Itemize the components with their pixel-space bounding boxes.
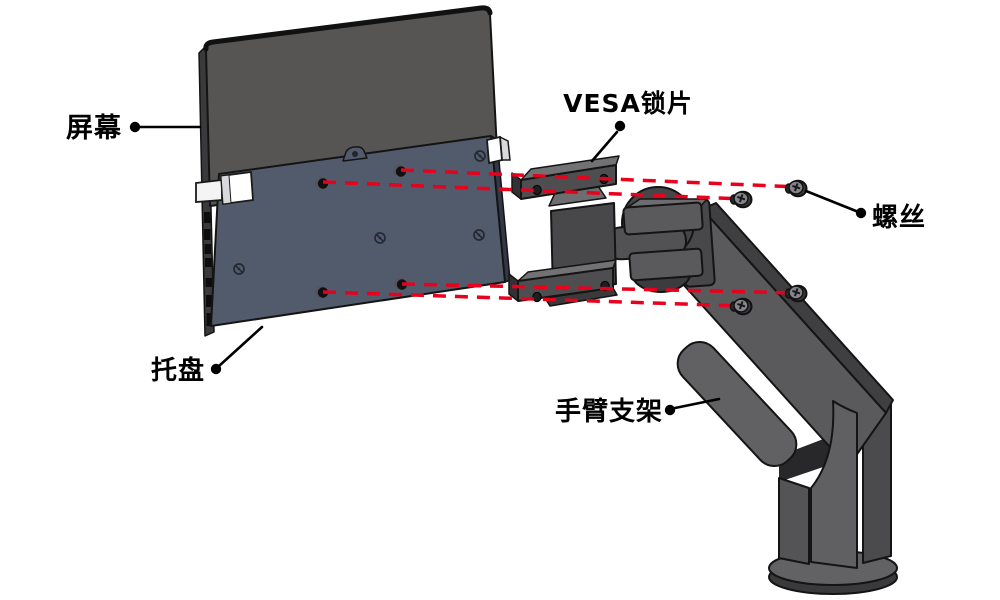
tray-group <box>195 135 511 327</box>
clip-arm <box>195 178 223 203</box>
screen-label-text: 屏幕 <box>66 113 122 144</box>
tray-clip-right <box>486 135 511 165</box>
clip-shade <box>220 174 232 205</box>
port-slot <box>206 295 213 307</box>
tray-hole <box>374 232 386 244</box>
label-arm: 手臂支架 <box>555 397 721 427</box>
alignment-lines <box>322 168 800 308</box>
screws-group <box>729 179 808 316</box>
tray-hole <box>233 263 245 275</box>
alignment-line-top-1 <box>400 168 800 189</box>
tray-label-text: 托盘 <box>151 355 205 386</box>
vesa-label-dot <box>614 120 626 132</box>
alignment-line-bottom-1 <box>401 282 800 295</box>
arm-cover-panel <box>676 340 798 468</box>
vesa-hole <box>532 184 542 196</box>
label-screen: 屏幕 <box>66 113 202 144</box>
labels-group: 屏幕 VESA锁片 螺丝 托盘 手臂支架 <box>66 89 926 427</box>
label-vesa-plate: VESA锁片 <box>563 89 693 163</box>
tray-label-dot <box>210 363 222 375</box>
tray-clip-left <box>195 170 254 206</box>
port-slot <box>206 313 213 326</box>
upper-clamp <box>622 201 704 236</box>
tray-hole <box>473 229 485 241</box>
port-slot <box>205 278 212 287</box>
vesa-hole <box>532 291 542 303</box>
bar-end-face <box>511 172 522 200</box>
port-slot <box>204 229 211 240</box>
arm-label-dot <box>664 404 676 416</box>
screen-top-edge <box>203 5 493 52</box>
vesa-label-text: VESA锁片 <box>563 89 693 118</box>
screw <box>729 190 753 209</box>
screw-post <box>394 278 408 290</box>
port-slot <box>205 258 212 267</box>
lower-clamp <box>628 247 704 282</box>
arm-label-line <box>673 397 721 410</box>
arm-label-text: 手臂支架 <box>555 397 663 427</box>
screws-label-line <box>804 189 858 213</box>
base-front-wall <box>810 400 858 569</box>
port-slot <box>204 244 211 254</box>
tray-label-line <box>217 325 264 368</box>
screws-label-dot <box>855 207 867 219</box>
screw <box>784 284 808 303</box>
bar-under-face <box>544 287 618 307</box>
alignment-line-bottom-2 <box>322 290 744 308</box>
screen-label-dot <box>129 121 141 133</box>
screen-side-ports <box>204 212 213 326</box>
base-channel-interior <box>779 438 838 482</box>
vesa-label-line <box>590 130 619 163</box>
tray-hole <box>474 150 486 162</box>
tray-notch-hole <box>352 151 358 157</box>
port-slot <box>204 212 211 223</box>
screws-label-text: 螺丝 <box>872 203 926 233</box>
clip-body <box>486 135 503 165</box>
label-screws: 螺丝 <box>804 189 926 233</box>
vesa-mount-group <box>508 155 716 307</box>
alignment-line-top-2 <box>322 180 744 201</box>
tray-panel <box>210 135 506 327</box>
screw <box>784 179 808 198</box>
label-tray: 托盘 <box>151 325 264 386</box>
screw <box>729 297 753 316</box>
base-left-wall <box>778 477 810 565</box>
